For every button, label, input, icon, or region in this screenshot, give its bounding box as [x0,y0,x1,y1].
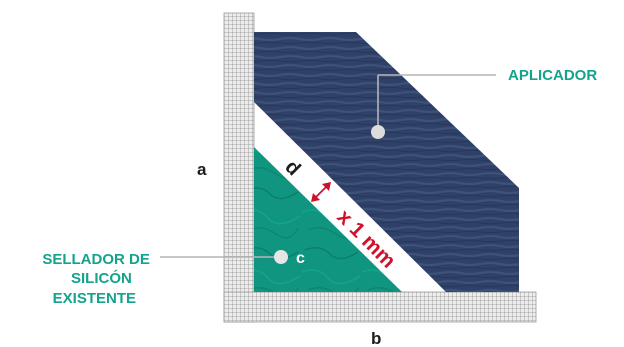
wall-vertical [223,12,255,323]
floor-horizontal [223,291,537,323]
dimension-b-label: b [371,329,381,347]
dimension-arrow [311,182,331,202]
sealant-c-label: c [296,250,305,267]
dimension-a-label: a [197,160,207,179]
existing-sealant [254,147,402,292]
sellador-label: SELLADOR DE SILICÓN EXISTENTE [42,251,154,307]
aplicador-label: APLICADOR [508,67,597,84]
aplicador-marker [371,125,385,139]
sellador-label-line-1: SELLADOR DE [42,251,150,268]
applicator-body [254,32,519,292]
sellador-label-line-3: EXISTENTE [53,290,136,307]
sellador-label-line-2: SILICÓN [71,269,132,287]
sellador-marker [274,250,288,264]
